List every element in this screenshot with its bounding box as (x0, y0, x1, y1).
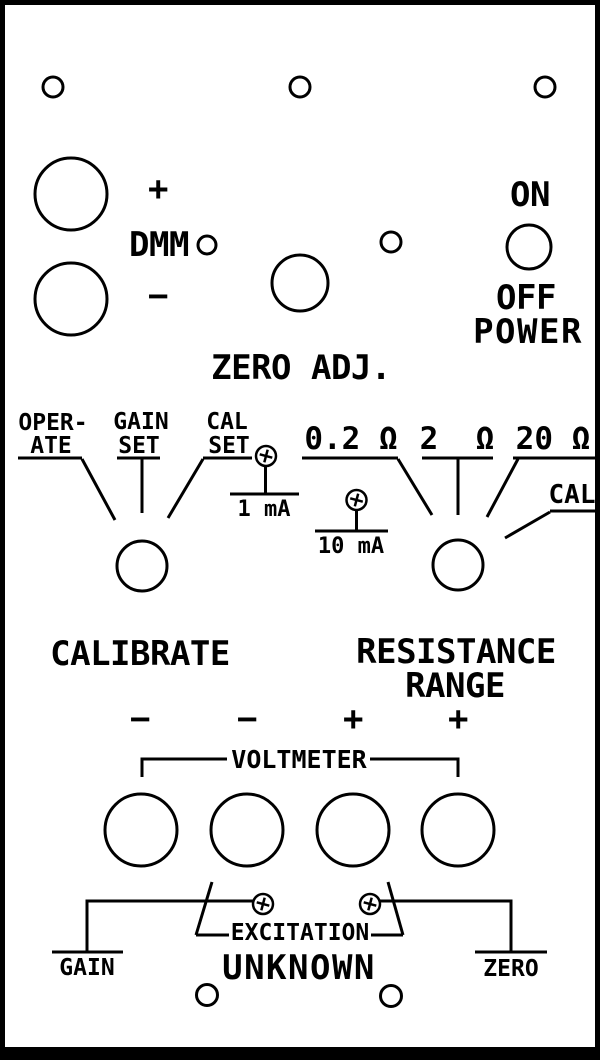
range-20-pointer-line (485, 458, 520, 518)
operate-label-line1: OPER- (18, 410, 88, 436)
range-02-pointer-line (396, 458, 434, 516)
excitation-pointer-right (386, 881, 405, 936)
range-cal-pointer-line (504, 510, 551, 540)
voltmeter-pos-outer-label: + (448, 699, 468, 739)
resistance-label-line2: RANGE (405, 666, 505, 706)
range-02-label: 0.2 Ω (304, 421, 398, 457)
voltmeter-label: VOLTMETER (231, 745, 367, 774)
panel-border-top (0, 0, 600, 5)
voltmeter-pos-inner-label: + (343, 699, 363, 739)
zero-adj-label: ZERO ADJ. (211, 348, 391, 388)
gain-set-label-line1: GAIN (113, 409, 169, 435)
panel-border-right (595, 0, 600, 1060)
excitation-label: EXCITATION (230, 920, 370, 946)
hole-bottom-left (195, 983, 219, 1007)
dmm-small-hole (196, 234, 218, 256)
voltmeter-jack-1 (103, 792, 179, 868)
dmm-label: DMM (129, 225, 189, 265)
gain-set-label-line2: SET (118, 433, 160, 459)
screw-excitation-left-icon (251, 892, 275, 916)
hole-bottom-right (379, 984, 403, 1008)
cal-set-pointer-line (166, 458, 205, 519)
range-2-label: 2 Ω (419, 421, 495, 457)
calibrate-label: CALIBRATE (50, 634, 230, 674)
dmm-plus-label: + (148, 169, 168, 209)
screw-10ma-icon (345, 488, 368, 512)
power-off-label: OFF (496, 278, 556, 318)
power-on-label: ON (510, 175, 550, 215)
power-knob (505, 223, 553, 271)
screw-excitation-right-icon (358, 892, 382, 916)
excitation-pointer-left (194, 881, 214, 936)
operate-pointer-line (80, 458, 117, 521)
power-label: POWER (473, 312, 583, 352)
voltmeter-jack-3 (315, 792, 391, 868)
panel-border-bottom (0, 1047, 600, 1060)
unknown-label: UNKNOWN (222, 948, 376, 988)
mounting-hole-top-right (533, 75, 557, 99)
mounting-hole-top-center (288, 75, 312, 99)
one-ma-label: 1 mA (237, 497, 291, 522)
mounting-hole-top-left (41, 75, 65, 99)
resistance-label-line1: RESISTANCE (356, 632, 556, 672)
screw-1ma-icon (254, 444, 278, 468)
cal-set-label-line1: CAL (206, 409, 248, 435)
operate-label-line2: ATE (30, 433, 72, 459)
dmm-jack-plus (33, 156, 109, 232)
voltmeter-jack-4 (420, 792, 496, 868)
range-knob (431, 538, 485, 592)
range-20-label: 20 Ω (515, 421, 591, 457)
voltmeter-neg-inner-label: − (237, 699, 257, 739)
voltmeter-neg-outer-label: − (130, 699, 150, 739)
center-jack (270, 253, 330, 313)
zero-post-label: ZERO (483, 956, 539, 982)
cal-set-label-line2: SET (208, 433, 250, 459)
small-hole-right (379, 230, 403, 254)
voltmeter-jack-2 (209, 792, 285, 868)
ten-ma-label: 10 mA (317, 534, 385, 559)
dmm-jack-minus (33, 261, 109, 337)
dmm-minus-label: − (148, 276, 168, 316)
panel-border-left (0, 0, 5, 1060)
calibrate-knob (115, 539, 169, 593)
range-cal-label: CAL (548, 480, 596, 510)
gain-post-label: GAIN (59, 955, 115, 981)
